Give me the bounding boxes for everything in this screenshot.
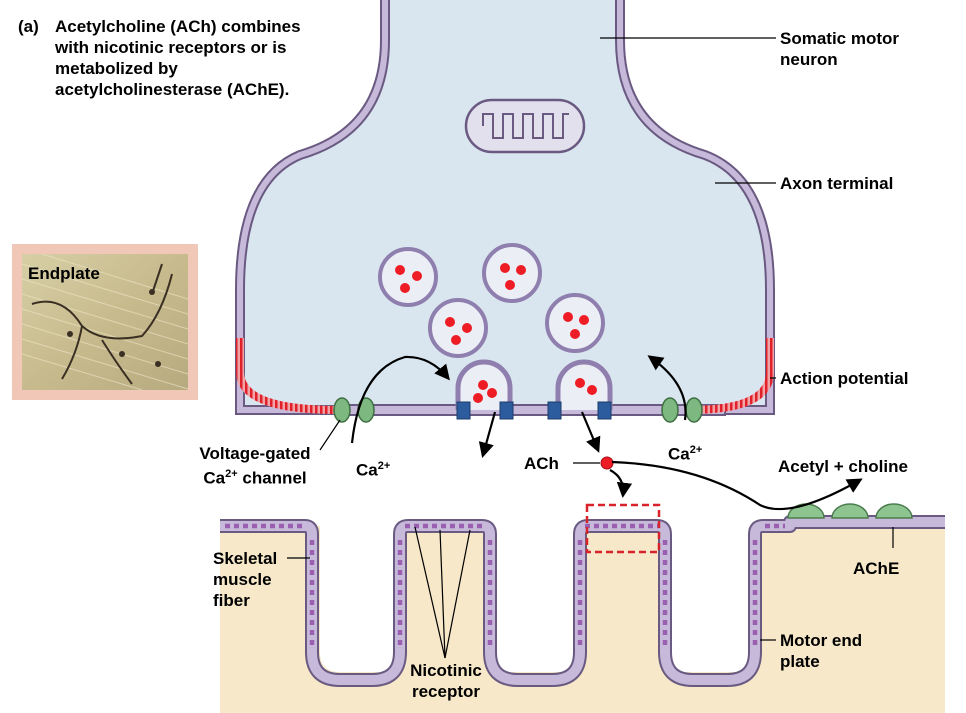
ach-molecule <box>600 456 614 470</box>
receptor-highlight-box <box>585 503 661 554</box>
fusing-vesicle-left <box>455 359 513 410</box>
axon-terminal <box>235 0 775 416</box>
voltage-gated-ca-channel-label: Voltage-gated Ca2+ channel <box>199 444 311 488</box>
synaptic-vesicles <box>378 243 613 410</box>
axon-terminal-label: Axon terminal <box>780 174 894 193</box>
vesicle <box>482 243 542 303</box>
vesicle <box>378 247 438 307</box>
action-potential-band-right <box>689 338 774 414</box>
acetyl-choline-label: Acetyl + choline <box>778 457 908 476</box>
endplate-label: Endplate <box>28 264 100 283</box>
action-potential-band-left <box>236 338 339 414</box>
ache-label: AChE <box>853 559 900 578</box>
ache-enzymes <box>787 503 913 519</box>
skeletal-muscle-fiber-label: Skeletal muscle fiber <box>213 549 278 610</box>
motor-end-plate-label: Motor end plate <box>780 631 863 671</box>
calcium-left-label: Ca2+ <box>356 460 391 480</box>
caption-text: Acetylcholine (ACh) combines with nicoti… <box>55 17 301 99</box>
skeletal-muscle-fiber <box>220 515 945 713</box>
caption-letter: (a) <box>18 17 39 36</box>
leader-lines <box>287 37 894 659</box>
nicotinic-receptor-bands <box>225 523 785 650</box>
action-potential-label: Action potential <box>780 369 909 388</box>
vesicle <box>428 298 488 358</box>
endplate-micrograph <box>22 254 188 390</box>
nicotinic-receptor-label: Nicotinic receptor <box>410 661 482 701</box>
arrows <box>350 355 863 511</box>
release-site-blocks <box>456 401 612 420</box>
vesicle <box>545 293 605 353</box>
calcium-right-label: Ca2+ <box>668 444 703 464</box>
ach-label: ACh <box>524 454 559 473</box>
endplate-micrograph-frame <box>12 244 198 400</box>
somatic-motor-neuron-label: Somatic motor neuron <box>780 29 900 69</box>
fusing-vesicle-right <box>555 359 613 410</box>
mitochondrion <box>464 98 586 154</box>
voltage-gated-ca-channels <box>333 397 703 423</box>
